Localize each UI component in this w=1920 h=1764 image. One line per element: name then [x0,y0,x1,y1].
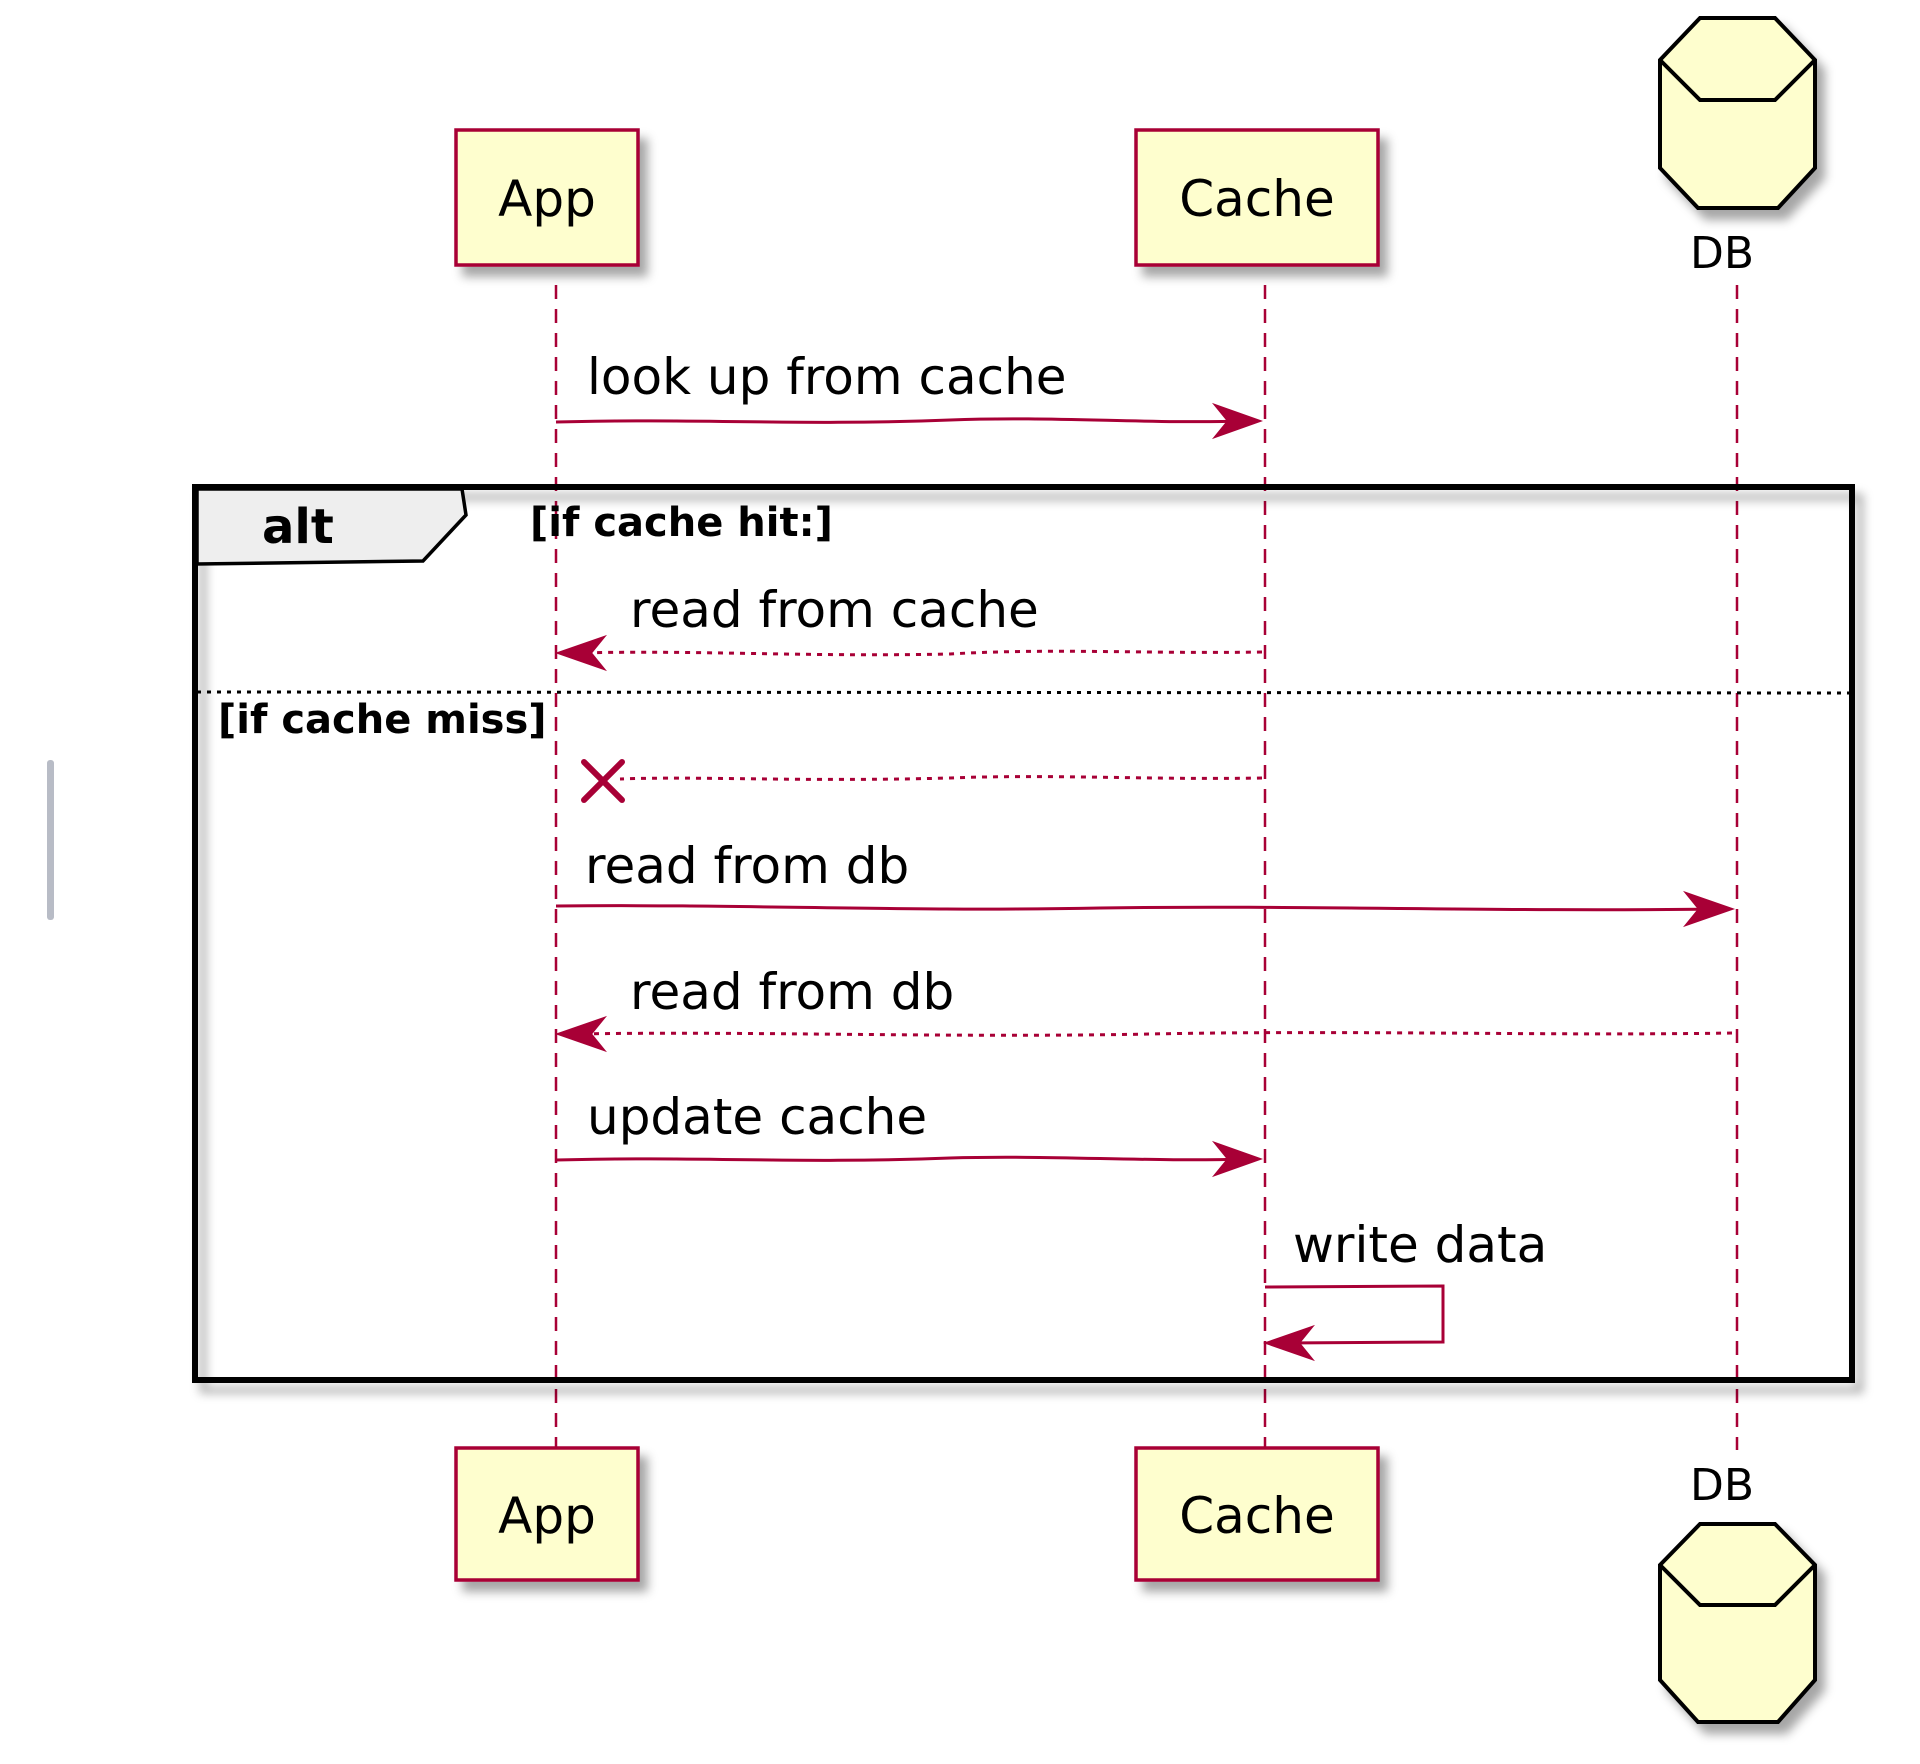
participant-db-label: DB [1690,228,1754,279]
participant-app-top: App [454,128,640,267]
message-write-data: write data [1262,1216,1547,1362]
participant-cache-bottom-label: Cache [1179,1487,1335,1545]
participant-cache-bottom: Cache [1134,1446,1380,1582]
participant-db-bottom-label: DB [1690,1460,1754,1511]
message-read-db-request: read from db [555,837,1736,928]
participant-app-bottom: App [454,1446,640,1582]
message-write-data-label: write data [1293,1216,1547,1274]
alt-frame-tab [195,487,468,566]
message-read-db-request-label: read from db [585,837,909,895]
participant-app-label: App [498,170,596,228]
participant-db-top: DB [1658,16,1817,279]
arrowhead-icon [554,1015,607,1053]
database-icon [1658,1522,1817,1724]
message-cache-miss [581,759,1263,803]
participant-cache-top: Cache [1134,128,1380,267]
alt-frame-kind: alt [262,499,334,555]
message-update-cache: update cache [555,1088,1263,1178]
message-update-cache-label: update cache [587,1088,927,1146]
arrowhead-icon [1211,1140,1263,1178]
message-lookup: look up from cache [555,348,1263,440]
alt-frame: alt [if cache hit:] [if cache miss] [192,484,1855,1383]
participant-app-bottom-label: App [498,1487,596,1545]
alt-frame-separator [196,690,1851,695]
message-lookup-label: look up from cache [587,348,1067,406]
message-read-db-response-label: read from db [630,963,954,1021]
arrowhead-icon [1262,1324,1315,1362]
participant-cache-label: Cache [1179,170,1335,228]
message-read-db-response: read from db [554,963,1733,1053]
arrowhead-icon [1211,402,1263,440]
guard-cache-hit: [if cache hit:] [530,500,833,546]
participant-db-bottom: DB [1658,1460,1817,1724]
guard-cache-miss: [if cache miss] [218,697,547,743]
scrollbar-thumb[interactable] [47,760,54,920]
arrowhead-icon [1683,890,1736,928]
close-icon [581,759,625,803]
arrowhead-icon [554,634,607,672]
message-read-cache-label: read from cache [630,581,1039,639]
message-read-cache: read from cache [554,581,1263,672]
database-icon [1658,16,1817,210]
